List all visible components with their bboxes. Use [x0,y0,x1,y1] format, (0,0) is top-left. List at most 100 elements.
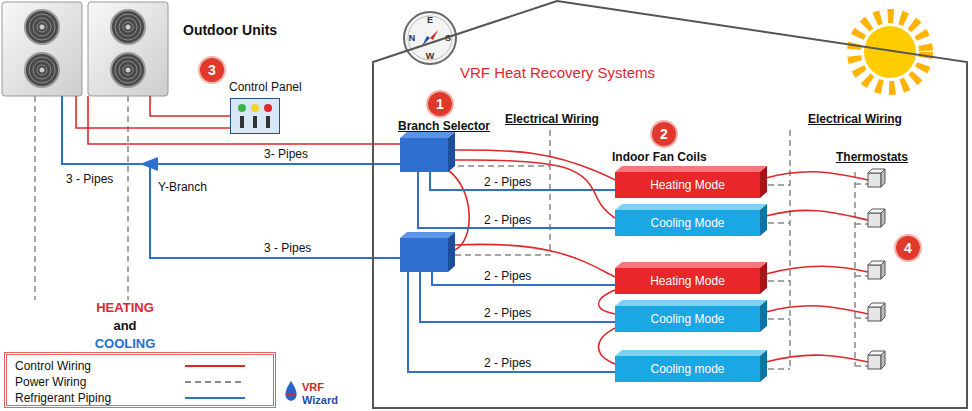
callout-number: 1 [428,92,452,116]
control-wire [766,266,868,274]
pipe-label: 2 - Pipes [482,213,533,227]
logo-wave [286,394,296,395]
legend-row: Power Wiring [15,374,255,390]
mode-text: HEATING [96,300,154,316]
switch [240,116,244,128]
compass-rim [404,12,456,64]
node-heading: VRF Heat Recovery Systems [460,64,655,82]
box-side-face [760,262,767,294]
house-outline: VRF Heat Recovery SystemsBranch Selector… [372,0,968,409]
power-wire [768,130,790,369]
part-label: Y-Branch [158,180,207,194]
legend-sample [175,377,255,387]
control-wire [448,160,615,218]
control-wire [455,244,615,277]
logo-text: VRF [302,381,324,394]
control-wire [76,96,230,128]
node-heading: Control Panel [229,80,302,94]
legend-text: Refrigerant Piping [15,391,175,405]
box-top-face [615,204,767,210]
callout-number: 4 [896,236,920,260]
logo-text: Wizard [302,394,338,407]
thermostat [868,261,885,279]
sun-rays [854,16,926,88]
branch-selector: Branch Selector [400,138,448,172]
box-top-face [615,262,767,268]
fan-coil-label: Cooling Mode [650,312,724,326]
control-wire [766,172,868,180]
indicator-lamp [238,104,246,112]
fan [25,53,59,87]
box-top-face [615,166,767,172]
selector-front [400,238,448,272]
thermostats [868,169,885,369]
panel-fill [230,98,280,134]
sun-disc [864,26,916,78]
selector-side [448,232,455,272]
refrigerant-pipe [408,272,615,372]
mode-text: COOLING [95,336,156,352]
wiring-heading: Electrical Wiring [808,112,902,126]
pipe-label: 2 - Pipes [482,269,533,283]
control-wire [88,96,400,144]
legend-sample [175,393,255,403]
callout-number: 2 [652,122,676,146]
group-heading: Thermostats [836,150,908,164]
power-wire [448,130,550,255]
fan [25,10,59,44]
compass-letter: S [445,33,451,44]
indicator-lamp [251,104,259,112]
fan [111,10,145,44]
legend-sample [175,361,255,371]
compass [404,12,456,64]
legend-row: Refrigerant Piping [15,390,255,406]
box-top-face [615,300,767,306]
pipe-label: 2 - Pipes [482,356,533,370]
fan-coil-heating: Heating Mode [615,268,760,294]
control-wire [766,210,868,220]
box-top-face [615,350,767,356]
control-wire [766,306,868,314]
fan-coil-label: Cooling mode [650,362,724,376]
refrigerant-piping [150,164,615,372]
box-side-face [760,166,767,198]
wiring-heading: Electrical Wiring [505,112,599,126]
house-wall [373,1,967,408]
thermostat [868,303,885,321]
pipe-label: 2 - Pipes [482,175,533,189]
fan-coil-label: Cooling Mode [650,216,724,230]
selector-top [400,232,455,238]
pipe-label: 3 - Pipes [66,172,113,186]
node-heading: Outdoor Units [183,22,277,39]
box-3d-faces [400,138,448,172]
control-wire [599,290,615,314]
fan-coil-cooling: Cooling mode [615,356,760,382]
legend-text: Power Wiring [15,375,175,389]
switch [253,116,257,128]
thermostat [868,169,885,187]
refrigerant-pipe [62,96,400,164]
compass-letter: W [426,51,435,62]
fan-coil-heating: Heating Mode [615,172,760,198]
legend-box: Control WiringPower WiringRefrigerant Pi… [4,352,276,408]
outdoor-units: Outdoor Units [2,2,170,96]
box-side-face [448,132,455,172]
fan [111,53,145,87]
switch [266,116,270,128]
logo-drop-shape [285,381,296,401]
sun [854,16,926,88]
power-wiring [35,96,868,369]
outdoor-unit-drawing [2,2,168,96]
fan-coil-label: Heating Mode [650,274,725,288]
pipe-label: 3 - Pipes [262,241,313,255]
control-wire [766,355,868,362]
legend-row: Control Wiring [15,358,255,374]
legend-line [185,397,245,399]
branch-selector-box [400,232,455,272]
control-panel-face [230,98,280,134]
outdoor-unit-casing [2,2,82,96]
fan-coil-cooling: Cooling Mode [615,210,760,236]
indicator-lamp [264,104,272,112]
legend-text: Control Wiring [15,359,175,373]
fan-coil-cooling: Cooling Mode [615,306,760,332]
